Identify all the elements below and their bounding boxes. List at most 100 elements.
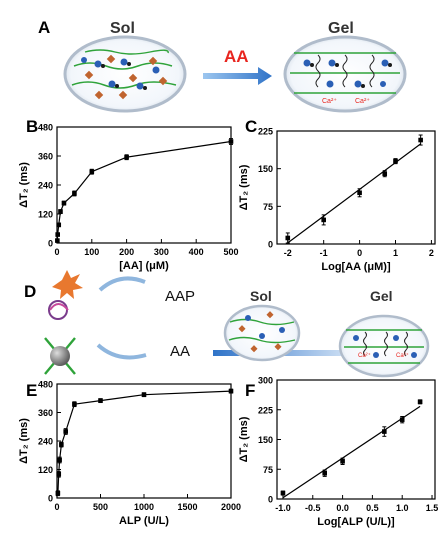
aa-label-bottom: AA — [170, 343, 190, 360]
sol-label-top: Sol — [110, 20, 135, 37]
panel-label-a: A — [38, 18, 50, 37]
panel-label-e: E — [26, 381, 37, 400]
fit-curve — [56, 140, 232, 241]
data-point — [417, 399, 423, 405]
data-point — [72, 401, 77, 407]
x-tick-label: 0 — [357, 248, 362, 258]
y-tick-label: 480 — [38, 123, 53, 133]
data-point — [280, 490, 286, 496]
data-point — [228, 388, 234, 394]
x-tick-label: 400 — [189, 247, 204, 257]
y-axis-label: ΔT₂ (ms) — [238, 416, 250, 462]
y-axis-label: ΔT₂ (ms) — [18, 418, 30, 464]
gel-ellipse-top: Ca²⁺ Ca²⁺ — [283, 35, 407, 113]
data-point — [72, 191, 77, 196]
enzyme-illustration — [44, 270, 147, 375]
plot-frame — [56, 126, 232, 244]
x-tick-label: 1 — [393, 248, 398, 258]
data-point — [382, 171, 388, 176]
x-tick-label: 0 — [54, 247, 59, 257]
y-tick-label: 360 — [38, 408, 53, 418]
x-tick-label: 200 — [119, 247, 134, 257]
data-point — [59, 442, 64, 447]
data-point — [322, 470, 327, 476]
sol-ellipse-bottom — [223, 304, 301, 362]
y-tick-label: 240 — [38, 437, 53, 447]
x-tick-label: 1500 — [177, 502, 197, 512]
data-point — [98, 398, 103, 403]
ca-ion-label: Ca²⁺ — [358, 352, 371, 359]
data-point — [141, 392, 147, 397]
data-point — [393, 158, 398, 164]
y-axis-label: ΔT₂ (ms) — [238, 164, 250, 210]
plot-frame — [56, 383, 232, 499]
y-tick-label: 120 — [38, 465, 53, 475]
plot-frame — [276, 379, 436, 500]
y-tick-label: 225 — [258, 405, 273, 415]
sol-label-bottom: Sol — [250, 288, 272, 304]
plot-frame — [276, 130, 436, 245]
data-point — [63, 429, 68, 434]
sol-ellipse-top — [63, 35, 187, 113]
aap-label: AAP — [165, 288, 195, 305]
gel-ellipse-bottom: Ca²⁺ Ca²⁺ — [338, 314, 430, 378]
x-tick-label: -1 — [320, 248, 328, 258]
fit-curve — [57, 390, 232, 494]
y-tick-label: 240 — [38, 181, 53, 191]
gel-label-bottom: Gel — [370, 288, 393, 304]
x-tick-label: 2 — [429, 248, 434, 258]
data-point — [55, 238, 60, 243]
ca-ion-label: Ca²⁺ — [322, 98, 337, 105]
data-point — [357, 190, 362, 196]
x-tick-label: 500 — [93, 502, 108, 512]
x-tick-label: 1.0 — [396, 503, 409, 513]
x-axis-label: [AA] (μM) — [119, 260, 169, 272]
x-tick-label: 1.5 — [426, 503, 439, 513]
x-tick-label: 500 — [223, 247, 238, 257]
x-axis-label: Log[ALP (U/L)] — [317, 516, 395, 528]
x-tick-label: 300 — [154, 247, 169, 257]
data-point — [55, 232, 60, 237]
y-tick-label: 75 — [263, 202, 273, 212]
fit-line — [287, 143, 421, 244]
x-tick-label: 0.0 — [336, 503, 349, 513]
data-point — [321, 217, 326, 223]
data-point — [340, 459, 345, 464]
ca-ion-label: Ca²⁺ — [396, 352, 409, 359]
y-tick-label: 300 — [258, 376, 273, 386]
aa-reaction-arrow — [203, 67, 272, 85]
data-point — [57, 457, 62, 463]
fit-line — [282, 405, 421, 499]
data-point — [285, 235, 291, 241]
ca-ion-label: Ca²⁺ — [355, 98, 370, 105]
data-point — [399, 417, 405, 422]
data-point — [56, 471, 62, 477]
y-tick-label: 225 — [258, 127, 273, 137]
x-tick-label: 1000 — [134, 502, 154, 512]
data-point — [124, 154, 129, 160]
data-point — [382, 429, 387, 434]
x-tick-label: 100 — [84, 247, 99, 257]
y-tick-label: 150 — [258, 164, 273, 174]
gel-label-top: Gel — [328, 20, 354, 37]
aa-arrow-label: AA — [224, 47, 249, 66]
y-tick-label: 150 — [258, 435, 273, 445]
y-tick-label: 0 — [268, 495, 273, 505]
x-axis-label: ALP (U/L) — [119, 515, 169, 527]
data-point — [418, 137, 423, 143]
x-tick-label: -1.0 — [275, 503, 291, 513]
y-tick-label: 75 — [263, 465, 273, 475]
y-axis-label: ΔT₂ (ms) — [18, 162, 30, 208]
x-tick-label: -2 — [284, 248, 292, 258]
y-tick-label: 0 — [268, 240, 273, 250]
x-tick-label: 2000 — [221, 502, 241, 512]
panel-label-b: B — [26, 117, 38, 136]
x-tick-label: 0.5 — [366, 503, 379, 513]
x-tick-label: 0 — [54, 502, 59, 512]
panel-label-f: F — [245, 381, 255, 400]
y-tick-label: 480 — [38, 380, 53, 390]
panel-label-d: D — [24, 282, 36, 301]
data-point — [228, 139, 234, 144]
